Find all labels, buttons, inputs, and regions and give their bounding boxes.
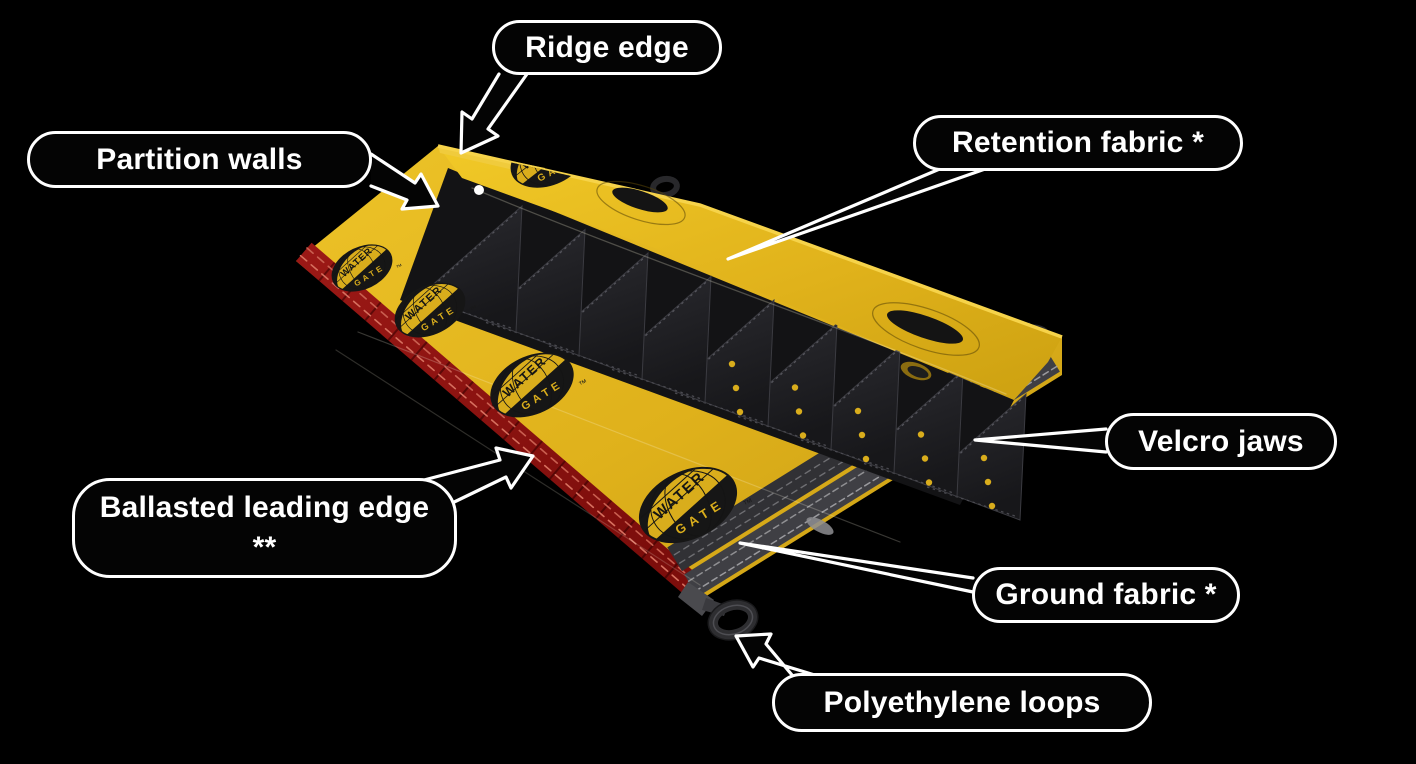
callout-ballasted-leading-edge-label: Ballasted leading edge ** [99,491,430,564]
callout-polyethylene-loops: Polyethylene loops [772,673,1152,732]
leader-arrow-ground-fabric [738,541,975,594]
leader-arrow-ballasted-leading-edge [422,446,535,507]
leader-arrow-velcro-jaws [973,427,1108,454]
callout-velcro-jaws-label: Velcro jaws [1138,424,1304,458]
leader-arrow-ridge-edge [459,72,529,155]
handle-slot [872,302,980,356]
white-dot-marker [474,185,484,195]
leader-arrow-polyethylene-loops [734,632,820,678]
leader-arrows [369,72,1108,678]
svg-text:™: ™ [742,497,756,511]
polyethylene-loop-bottom [678,582,759,641]
callout-retention-fabric-label: Retention fabric * [952,126,1204,160]
svg-text:™: ™ [468,303,478,314]
callout-ground-fabric: Ground fabric * [972,567,1240,623]
leader-arrow-retention-fabric [726,166,990,261]
callout-partition-walls: Partition walls [27,131,372,188]
svg-text:™: ™ [588,156,598,167]
callout-ridge-edge-label: Ridge edge [525,30,689,64]
flap-rolled-end [900,361,932,381]
callout-ridge-edge: Ridge edge [492,20,722,75]
svg-text:™: ™ [395,263,404,272]
svg-text:™: ™ [577,377,589,390]
svg-text:WATER: WATER [520,134,565,173]
callout-polyethylene-loops-label: Polyethylene loops [823,685,1101,719]
handle-slot [596,180,686,226]
partition-walls-group [419,204,1027,521]
callout-velcro-jaws: Velcro jaws [1105,413,1337,470]
callout-ballasted-leading-edge: Ballasted leading edge ** [72,478,457,578]
callout-retention-fabric: Retention fabric * [913,115,1243,171]
callout-partition-walls-label: Partition walls [96,142,303,176]
callout-ground-fabric-label: Ground fabric * [995,578,1217,612]
leader-arrow-partition-walls [369,152,440,211]
